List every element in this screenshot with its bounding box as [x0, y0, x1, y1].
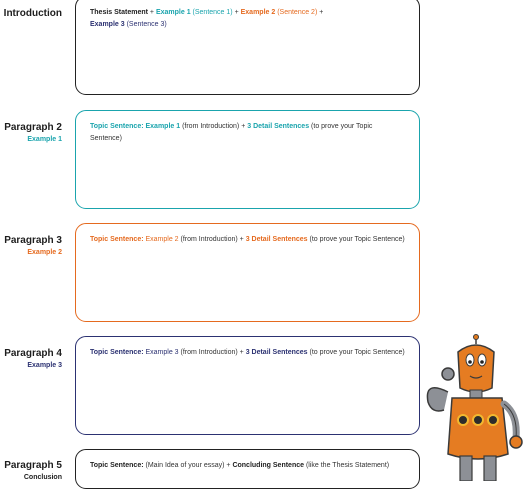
- text-run: +: [317, 9, 324, 16]
- section-title: Introduction: [3, 8, 62, 19]
- section-title: Paragraph 3: [4, 235, 62, 246]
- text-run: 3 Detail Sentences: [247, 123, 310, 130]
- section-label: Paragraph 2 Example 1: [2, 122, 62, 143]
- text-run: Example 1: [155, 9, 191, 16]
- text-run: (from Introduction) +: [178, 236, 246, 243]
- text-run: (to prove your Topic Sentence): [307, 349, 405, 356]
- section-title: Paragraph 5: [4, 460, 62, 471]
- text-run: (Sentence 3): [124, 21, 167, 28]
- section-label: Paragraph 4 Example 3: [2, 348, 62, 369]
- text-run: +: [232, 9, 241, 16]
- text-run: Topic Sentence: Example 1: [90, 123, 181, 130]
- robot-button: [487, 414, 499, 426]
- text-run: Topic Sentence:: [90, 462, 144, 469]
- text-run: (to prove your Topic Sentence): [90, 123, 373, 142]
- text-run: Example 2: [240, 9, 276, 16]
- text-run: (Sentence 1): [190, 9, 233, 16]
- section-box: Topic Sentence: Example 3 (from Introduc…: [75, 336, 420, 435]
- text-run: (from Introduction) +: [178, 349, 246, 356]
- text-run: Topic Sentence:: [90, 236, 144, 243]
- text-run: 3 Detail Sentences: [245, 349, 308, 356]
- text-run: (Main Idea of your essay) +: [143, 462, 233, 469]
- robot-body: [447, 397, 509, 460]
- text-run: Example 2: [143, 236, 179, 243]
- text-run: Example 3: [143, 349, 179, 356]
- robot-eye: [465, 353, 475, 367]
- robot-leg: [459, 455, 473, 481]
- text-run: Concluding Sentence: [232, 462, 305, 469]
- section-subtitle: Example 1: [27, 136, 62, 143]
- robot-head: [457, 344, 495, 393]
- section-subtitle: Conclusion: [23, 474, 62, 481]
- section-box: Thesis Statement + Example 1 (Sentence 1…: [75, 0, 420, 95]
- robot-arm-left: [426, 387, 449, 412]
- section-box: Topic Sentence: (Main Idea of your essay…: [75, 449, 420, 489]
- section-subtitle: Example 3: [27, 362, 62, 369]
- robot-leg: [483, 455, 497, 481]
- robot-eye: [477, 353, 487, 367]
- section-label: Paragraph 5 Conclusion: [2, 460, 62, 481]
- section-label: Paragraph 3 Example 2: [2, 235, 62, 256]
- text-run: (from Introduction) +: [180, 123, 248, 130]
- text-run: +: [147, 9, 156, 16]
- text-run: Example 3: [90, 21, 125, 28]
- text-run: 3 Detail Sentences: [245, 236, 308, 243]
- section-title: Paragraph 4: [4, 348, 62, 359]
- text-run: (Sentence 2): [275, 9, 318, 16]
- robot-button: [457, 414, 469, 426]
- section-label: Introduction: [2, 8, 62, 22]
- section-box: Topic Sentence: Example 1 (from Introduc…: [75, 110, 420, 209]
- section-subtitle: Example 2: [27, 249, 62, 256]
- section-box: Topic Sentence: Example 2 (from Introduc…: [75, 223, 420, 322]
- text-run: Thesis Statement: [90, 9, 148, 16]
- robot-mascot-illustration: [426, 334, 523, 481]
- section-title: Paragraph 2: [4, 122, 62, 133]
- text-run: Topic Sentence:: [90, 349, 144, 356]
- robot-hand: [441, 367, 455, 381]
- text-run: (to prove your Topic Sentence): [307, 236, 405, 243]
- text-run: (like the Thesis Statement): [304, 462, 390, 469]
- robot-button: [472, 414, 484, 426]
